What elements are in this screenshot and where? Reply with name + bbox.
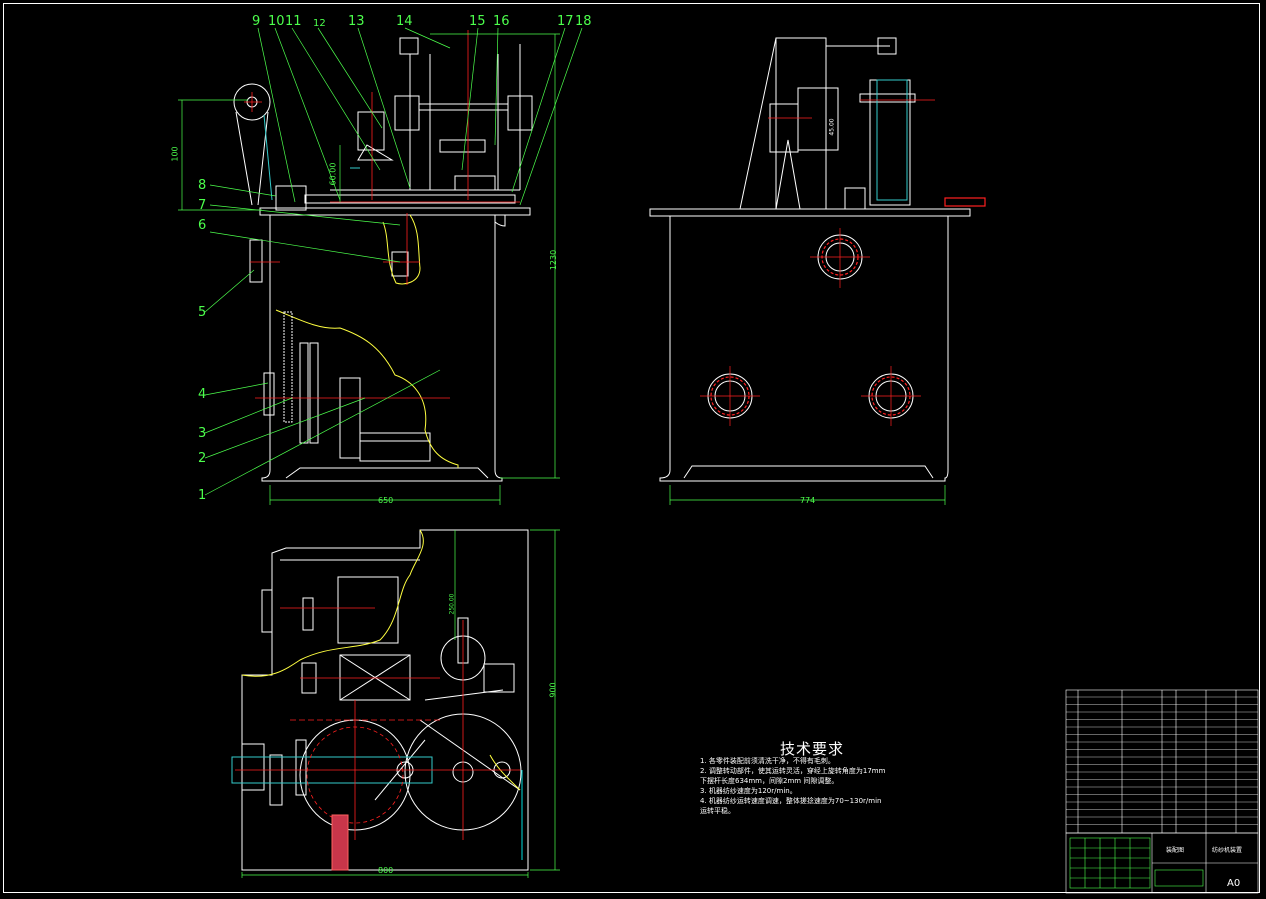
title-block-rows — [1066, 696, 1258, 825]
plan-red-features — [235, 607, 520, 840]
part-label-16: 16 — [493, 14, 510, 29]
dimension-1230: 1230 — [549, 249, 559, 271]
plan-dimension-lines — [241, 529, 560, 878]
requirement-line-1: 1. 各零件装配前须清洗干净，不得有毛刺。 — [700, 757, 835, 765]
part-label-2: 2 — [198, 451, 207, 466]
title-block-grid-green — [1069, 837, 1204, 889]
dimension-774: 774 — [800, 496, 816, 505]
side-dimension-lines — [669, 485, 946, 505]
part-label-9: 9 — [252, 14, 261, 29]
dimension-100: 100 — [170, 146, 180, 162]
part-label-13: 13 — [348, 14, 365, 29]
dimension-900: 900 — [548, 682, 558, 698]
side-view — [649, 37, 971, 482]
part-label-14: 14 — [396, 14, 413, 29]
part-label-11: 11 — [285, 14, 302, 29]
part-label-8: 8 — [198, 178, 207, 193]
side-red-features — [700, 99, 986, 426]
requirement-line-3: 下摆杆长度634mm，间隙2mm 间隙调整。 — [700, 777, 839, 785]
title-block-drawing-name: 装配图 — [1166, 847, 1185, 854]
plan-hatched-block — [331, 814, 349, 871]
dimension-650: 650 — [378, 496, 394, 505]
title-block-material: 纺纱机装置 — [1212, 847, 1243, 854]
front-section-outline — [275, 214, 459, 468]
part-label-7: 7 — [198, 198, 207, 213]
front-view — [233, 37, 533, 482]
part-label-10: 10 — [268, 14, 285, 29]
requirement-line-2: 2. 调整转动部件，使其运转灵活，穿经上旋转角度为17mm — [700, 767, 886, 775]
dimension-250: 250.00 — [448, 593, 456, 615]
requirement-line-6: 运转平稳。 — [700, 807, 735, 815]
part-label-18: 18 — [575, 14, 592, 29]
requirement-line-5: 4. 机器纺纱运转速度调速，整体搓捻速度为70~130r/min — [700, 797, 882, 805]
title-block — [1065, 689, 1259, 894]
requirement-line-4: 3. 机器纺纱速度为120r/min。 — [700, 787, 797, 795]
part-label-6: 6 — [198, 218, 207, 233]
plan-view — [241, 529, 529, 871]
part-label-1: 1 — [198, 488, 207, 503]
front-dimension-lines — [178, 27, 583, 505]
part-label-4: 4 — [198, 387, 207, 402]
part-label-12: 12 — [313, 18, 326, 29]
dimension-800: 800 — [378, 866, 394, 875]
front-centerlines — [244, 30, 520, 399]
sheet-size: A0 — [1227, 878, 1241, 889]
part-label-3: 3 — [198, 426, 207, 441]
part-label-17: 17 — [557, 14, 574, 29]
plan-section-outline — [241, 529, 521, 791]
drawing-border — [3, 3, 1260, 893]
part-label-5: 5 — [198, 305, 207, 320]
dimension-60: 60.00 — [328, 162, 338, 186]
part-label-15: 15 — [469, 14, 486, 29]
dimension-45: 45.00 — [828, 118, 836, 136]
technical-requirements-title: 技术要求 — [780, 740, 845, 758]
